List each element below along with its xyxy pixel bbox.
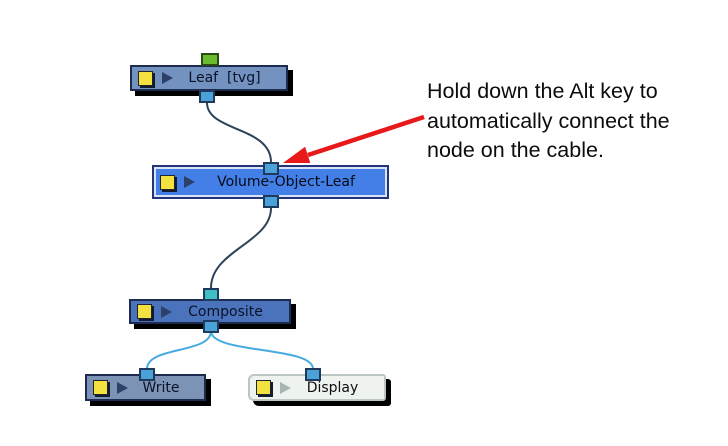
- red-arrow-head: [283, 146, 311, 163]
- annotation-line: automatically connect the: [427, 108, 670, 133]
- node-label: Composite: [188, 303, 263, 320]
- annotation-line: node on the cable.: [427, 138, 604, 162]
- expand-triangle-icon[interactable]: [280, 381, 291, 394]
- node-write[interactable]: Write: [85, 374, 206, 401]
- node-label: Volume-Object-Leaf: [217, 174, 355, 190]
- properties-icon[interactable]: [160, 174, 175, 190]
- node-leaf-tvg[interactable]: Leaf [tvg]: [130, 65, 288, 91]
- cable-composite-to-display: [210, 330, 314, 370]
- leaf-top-port-green[interactable]: [201, 53, 219, 66]
- leaf-output-port[interactable]: [199, 90, 215, 103]
- properties-icon[interactable]: [138, 70, 153, 86]
- volume-input-port[interactable]: [263, 162, 279, 175]
- properties-icon[interactable]: [256, 380, 271, 395]
- node-label: Write: [142, 379, 180, 396]
- properties-icon[interactable]: [137, 304, 152, 319]
- node-label: Display: [306, 379, 359, 396]
- cable-leaf-to-volume: [205, 101, 273, 164]
- expand-triangle-icon[interactable]: [117, 381, 128, 394]
- volume-output-port[interactable]: [263, 195, 279, 208]
- composite-input-port[interactable]: [203, 288, 219, 301]
- write-input-port[interactable]: [139, 368, 155, 381]
- composite-output-port[interactable]: [203, 320, 219, 333]
- expand-triangle-icon[interactable]: [162, 72, 173, 84]
- annotation-text: Hold down the Alt key to automatically c…: [427, 77, 728, 166]
- node-label: Leaf [tvg]: [188, 70, 261, 86]
- expand-triangle-icon[interactable]: [184, 176, 195, 188]
- cable-volume-to-composite: [209, 206, 273, 290]
- display-input-port[interactable]: [305, 368, 321, 381]
- expand-triangle-icon[interactable]: [161, 305, 172, 318]
- properties-icon[interactable]: [93, 380, 108, 395]
- annotation-line: Hold down the Alt key to: [427, 79, 658, 103]
- red-arrow-shaft: [307, 114, 425, 158]
- cable-composite-to-write: [146, 330, 212, 370]
